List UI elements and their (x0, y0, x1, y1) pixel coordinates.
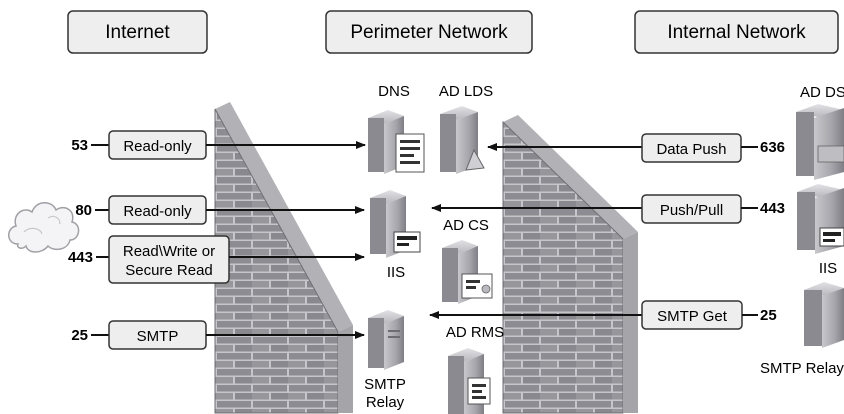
flow-label: Read-only (123, 138, 192, 155)
port-636: 636 (760, 139, 785, 156)
port-25: 25 (71, 327, 88, 344)
smtp-relay-server-icon (368, 310, 404, 370)
flow-https: 443 Read\Write or Secure Read (68, 235, 365, 284)
port-80: 80 (75, 202, 92, 219)
ad-cs-server-icon (442, 240, 493, 304)
flow-push-pull: Push/Pull 443 (431, 194, 785, 224)
flow-label-line1: Read\Write or (123, 243, 215, 260)
smtp-relay-label-line2: Relay (366, 394, 405, 411)
zone-internal-label: Internal Network (667, 22, 806, 43)
smtp-relay-internal-label: SMTP Relay (760, 360, 844, 377)
firewall-left (214, 102, 353, 414)
ad-cs-label: AD CS (443, 217, 489, 234)
flow-label: SMTP (137, 328, 179, 345)
flow-label: Push/Pull (660, 202, 723, 219)
port-443: 443 (68, 249, 93, 266)
iis-internal-label: IIS (819, 260, 837, 277)
firewall-right (502, 115, 638, 414)
flow-label: Data Push (656, 141, 726, 158)
zone-internal: Internal Network (634, 10, 839, 54)
flow-label: SMTP Get (657, 308, 728, 325)
flow-smtp: 25 SMTP (71, 320, 365, 350)
flow-label-line2: Secure Read (125, 262, 213, 279)
iis-internal-server-icon (797, 184, 844, 254)
flow-smtp-get: SMTP Get 25 (429, 300, 777, 330)
zone-internet: Internet (67, 10, 208, 54)
dns-server-icon (368, 110, 425, 174)
flow-label: Read-only (123, 203, 192, 220)
ad-lds-server-icon (440, 106, 485, 174)
dns-label: DNS (378, 83, 410, 100)
port-53: 53 (71, 137, 88, 154)
iis-server-icon (370, 190, 421, 258)
internet-cloud-icon (8, 202, 80, 253)
zone-internet-label: Internet (105, 22, 170, 43)
ad-rms-label: AD RMS (446, 324, 504, 341)
port-443-internal: 443 (760, 200, 785, 217)
flow-http: 80 Read-only (75, 195, 365, 225)
flow-data-push: Data Push 636 (487, 133, 785, 163)
ad-rms-server-icon (448, 348, 491, 414)
zone-perimeter: Perimeter Network (325, 10, 533, 54)
ad-ds-label: AD DS (800, 84, 844, 101)
zone-perimeter-label: Perimeter Network (350, 22, 508, 43)
flow-dns: 53 Read-only (71, 130, 366, 160)
ad-lds-label: AD LDS (439, 83, 493, 100)
ad-ds-server-icon (796, 104, 844, 180)
label-box (108, 235, 230, 284)
port-25-internal: 25 (760, 307, 777, 324)
iis-label: IIS (387, 264, 405, 281)
smtp-relay-label-line1: SMTP (364, 376, 406, 393)
smtp-relay-internal-server-icon (804, 282, 844, 348)
